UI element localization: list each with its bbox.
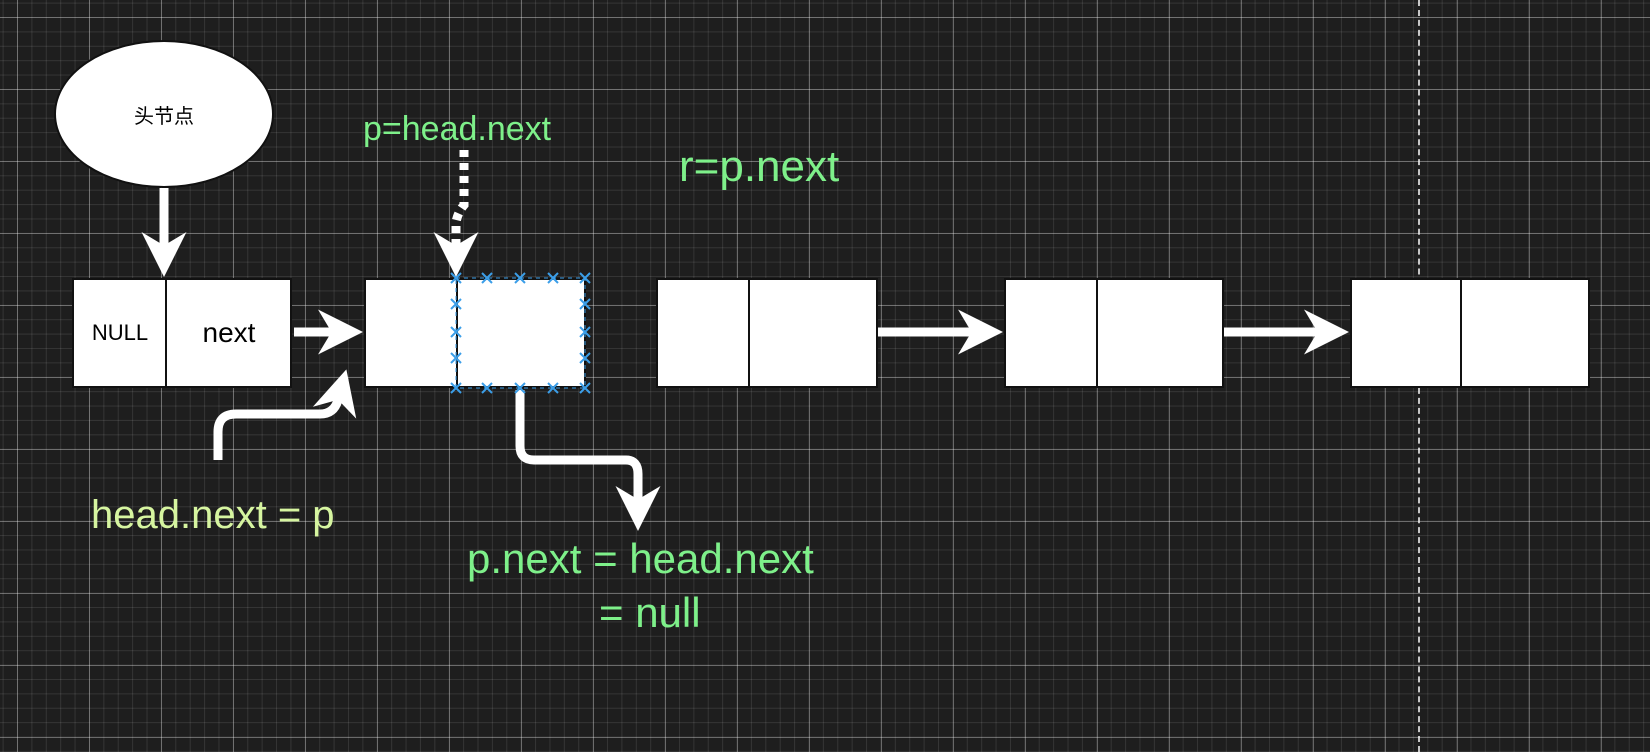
- node-3-divider: [748, 280, 750, 386]
- selection-handle-x-icon[interactable]: [579, 326, 591, 338]
- list-node-4[interactable]: [1004, 278, 1224, 388]
- selection-handles[interactable]: [450, 272, 591, 394]
- node-4-divider: [1096, 280, 1098, 386]
- label-p-next-line-1: p.next = head.next: [467, 535, 814, 582]
- list-node-5[interactable]: [1350, 278, 1590, 388]
- node-1-next-cell: next: [202, 317, 256, 348]
- selection-outline: [455, 277, 586, 389]
- arrow-p-equals-head-next[interactable]: [433, 150, 479, 277]
- selection-handle-x-icon[interactable]: [450, 352, 462, 364]
- list-node-1[interactable]: NULL next: [72, 278, 292, 388]
- label-r-equals-p-next: r=p.next: [679, 142, 840, 191]
- list-node-3[interactable]: [656, 278, 878, 388]
- label-head-next-equals-p: head.next = p: [91, 493, 335, 537]
- node-1-data-cell: NULL: [91, 320, 149, 345]
- arrow-head-next-equals-p[interactable]: [213, 369, 357, 460]
- head-node[interactable]: 头节点: [54, 40, 274, 188]
- label-p-equals-head-next: p=head.next: [363, 110, 552, 148]
- arrow-p-next-equals-head-next[interactable]: [515, 390, 661, 531]
- selection-handle-x-icon[interactable]: [579, 382, 591, 394]
- label-p-next-line-2: = null: [599, 589, 701, 636]
- selection-handle-x-icon[interactable]: [481, 272, 493, 284]
- selection-handle-x-icon[interactable]: [547, 382, 559, 394]
- head-node-label: 头节点: [134, 103, 194, 128]
- node-5-divider: [1460, 280, 1462, 386]
- node-1-divider: [165, 280, 167, 386]
